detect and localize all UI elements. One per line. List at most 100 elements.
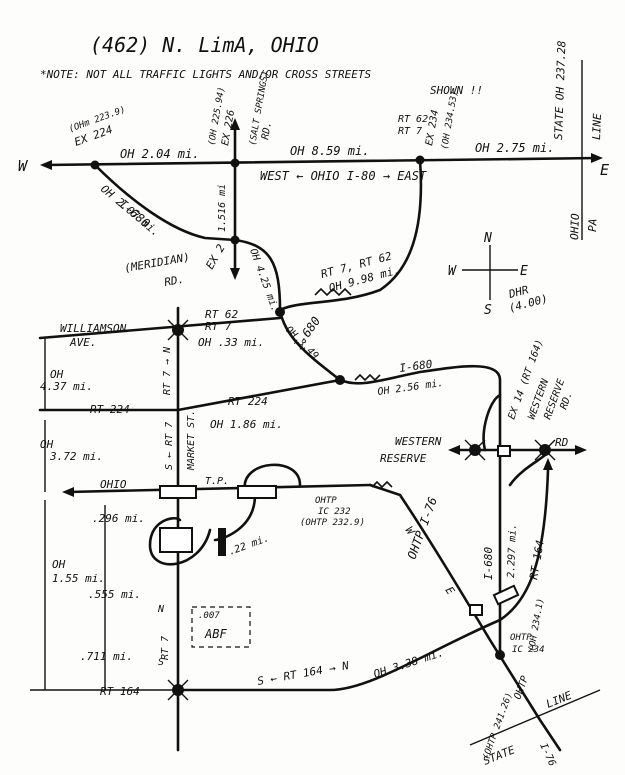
label-ohtp-2329: (OHTP 232.9) [300,518,365,528]
traffic-light-williamson [167,319,189,341]
label-oh1516: 1.516 mi [217,184,228,232]
label-i680-right: I-680 [399,357,434,375]
label-state-top: STATE OH 237.28 [552,40,568,140]
label-oh204: OH 2.04 mi. [120,147,199,161]
label-rt7-low: RT 7 [160,636,171,660]
compass-n: N [483,231,492,246]
leader-oh998 [314,287,352,297]
i80-road [43,156,600,167]
label-oh372-b: 3.72 mi. [49,450,103,463]
label-ex226-4: RD. [260,121,274,141]
label-rt7-top: RT 7 [398,126,422,137]
label-ohtp-232: OHTP [315,496,337,506]
label-oh437-b: 4.37 mi. [40,380,93,393]
wr-arrow-w [448,445,460,455]
label-williamson: WILLIAMSON [60,322,127,335]
traffic-light-wr-2 [534,439,556,461]
label-ohio-state: OHIO [568,213,582,240]
label-reserve: RESERVE [380,452,427,465]
label-d555: .555 mi. [88,588,141,601]
dhr-label: DHR [506,283,530,301]
ew-ramp-1 [482,393,502,452]
label-i76-low: I-76 [537,742,557,768]
label-oh859: OH 8.59 mi. [290,144,369,158]
williamson-ave-road [38,316,282,340]
rt7-rt62-connector [278,158,423,312]
leader-oh256 [354,373,381,382]
ohio-street-arrow [62,487,74,497]
rt164-arrow-n [543,458,553,470]
label-oh372-a: OH [40,438,54,451]
wr-arrow-e [575,445,587,455]
label-rt62-top: RT 62 [398,114,428,125]
label-oh275: OH 2.75 mi. [475,141,554,155]
label-ic234: IC 234 [512,645,545,655]
ohio-street-road [66,483,372,494]
west-arrow-head [40,160,52,170]
label-rt7-mid: RT 7 [205,320,232,333]
jct-ex2 [230,235,240,245]
label-ave: AVE. [69,336,97,349]
jct-ex224 [90,160,100,170]
toll-bar [218,528,226,556]
salt-springs-arrow-s [230,268,240,280]
label-oh155-b: 1.55 mi. [52,572,105,585]
state-line-bottom [469,689,601,746]
abf-box [191,606,251,648]
map-title: (462) N. LimA, OHIO [90,33,319,57]
note-line-2: SHOWN !! [430,84,483,97]
label-e-far: E [600,161,609,179]
label-e-diag: E [443,584,458,597]
label-rt224-mid: RT 224 [228,395,268,408]
label-tp: T.P. [205,476,229,487]
label-oh207: OH 2.07 mi. [98,182,162,239]
label-d22: .22 mi. [227,533,270,558]
label-market-st: MARKET ST. [186,410,197,471]
label-rt164-right: RT 164 [527,539,547,580]
traffic-light-rt164 [167,679,189,701]
label-oh186: OH 1.86 mi. [210,418,283,431]
compass-cross [462,245,518,300]
label-i680-low: I-680 [482,547,495,580]
label-line-top: LINE [590,113,604,140]
dim-line-left [30,338,175,691]
label-rt7-n: RT 7 → N [162,346,173,395]
ew-ramp-2 [508,453,547,487]
label-rt164-left: RT 164 [100,685,140,698]
label-oh256: OH 2.56 mi. [377,378,444,398]
jct-ex234 [415,155,425,165]
bridge-1 [469,604,483,616]
label-rt7-low-s: S [158,657,164,668]
tp-loop-2 [148,516,212,566]
label-pa-state: PA [586,218,599,232]
label-rt224-left: RT 224 [90,403,130,416]
leader-ohtp [371,480,393,489]
label-w-far: W [18,157,29,175]
label-rt164-n: S ← RT 164 → N [256,659,350,688]
label-meridian: (MERIDIAN) [123,251,190,275]
east-arrow-head [591,153,603,163]
jct-i680-mid [335,375,345,385]
ohtp-i76-road [368,483,562,752]
label-meridian-rd: RD. [163,273,185,289]
jct-rt62 [275,307,285,317]
toll-plaza-2 [237,485,277,499]
label-western: WESTERN [395,435,442,448]
tp-loop-1 [243,463,302,492]
label-d2297: 2.297 mi. [506,524,519,579]
compass-s: S [484,303,492,318]
label-abf: ABF [204,627,227,641]
toll-plaza-3 [159,527,193,553]
toll-plaza-1 [159,485,197,499]
label-oh155-a: OH [52,558,66,571]
note-line-1: *NOTE: NOT ALL TRAFFIC LIGHTS AND/OR CRO… [40,68,372,81]
label-d007: .007 [198,611,220,621]
bridge-3 [497,445,511,457]
label-west-ohio-east: WEST ← OHIO I-80 → EAST [260,169,427,183]
compass-w: W [448,264,457,279]
label-oh425: OH 4.25 mi. [247,247,280,313]
label-rt7-low-n: N [157,604,165,615]
label-d296: .296 mi. [92,512,145,525]
